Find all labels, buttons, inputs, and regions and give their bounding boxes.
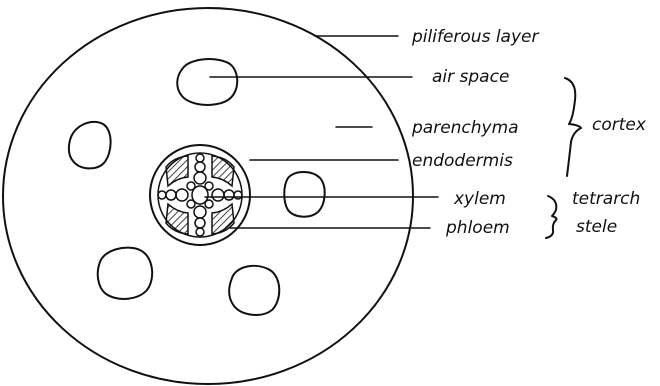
label-piliferous-layer: piliferous layer	[411, 27, 539, 47]
label-stele: stele	[576, 217, 617, 237]
phloem-patch	[166, 204, 188, 234]
air-space	[177, 59, 237, 105]
air-space	[69, 122, 111, 169]
air-space	[229, 266, 279, 315]
label-tetrarch: tetrarch	[572, 189, 640, 209]
label-endodermis: endodermis	[412, 151, 513, 171]
phloem-patch	[212, 204, 234, 234]
label-xylem: xylem	[453, 189, 506, 209]
label-air-space: air space	[432, 67, 509, 87]
label-parenchyma: parenchyma	[411, 118, 519, 138]
label-phloem: phloem	[445, 218, 510, 238]
phloem-patch	[212, 156, 234, 186]
air-space	[98, 248, 152, 299]
cortex-brace	[565, 78, 581, 176]
stele-brace	[546, 196, 557, 238]
air-space	[284, 172, 324, 217]
label-cortex: cortex	[592, 115, 647, 135]
phloem-patch	[166, 156, 188, 186]
endodermis-ring	[150, 145, 250, 245]
